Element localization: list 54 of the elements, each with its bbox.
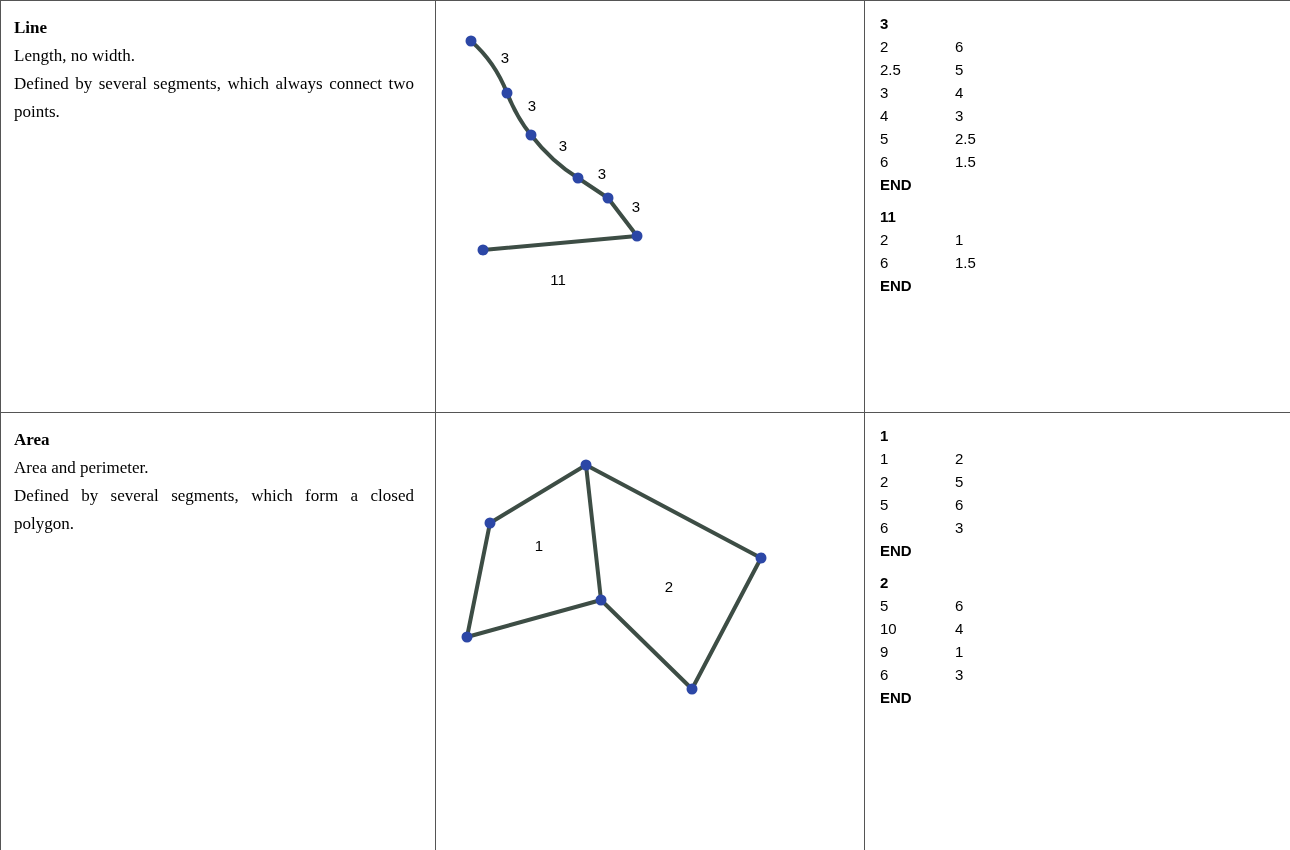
coordinate-value: 5	[880, 495, 890, 515]
segment-label: 3	[558, 137, 568, 153]
coordinate-value: 6	[955, 495, 964, 515]
coordinate-value: 3	[955, 665, 964, 685]
segment-label: 3	[631, 198, 641, 214]
coordinate-value: 4	[880, 106, 890, 126]
coordinate-value: 5	[880, 596, 890, 616]
coordinate-value: 5	[955, 60, 964, 80]
coordinate-value: 10	[880, 619, 898, 639]
segment-label: 3	[597, 165, 607, 181]
row-heading: Area	[14, 429, 51, 451]
end-keyword: END	[880, 175, 912, 195]
coordinate-value: 6	[955, 596, 964, 616]
coordinate-value: 2	[955, 449, 964, 469]
description-text: Defined by several segments, which always connect two points.	[14, 73, 414, 123]
coordinate-value: 5	[955, 472, 964, 492]
coordinate-value: 3	[955, 518, 964, 538]
row-heading: Line	[14, 17, 49, 39]
coordinate-value: 3	[955, 106, 964, 126]
code-header: 1	[880, 426, 889, 446]
description-text: Area and perimeter.	[14, 457, 150, 479]
end-keyword: END	[880, 541, 912, 561]
coordinate-value: 2	[880, 472, 890, 492]
coordinate-value: 2	[880, 230, 890, 250]
segment-label: 1	[534, 537, 544, 553]
coordinate-value: 2	[880, 37, 890, 57]
segment-label: 3	[527, 97, 537, 113]
coordinate-value: 2.5	[880, 60, 902, 80]
coordinate-value: 3	[880, 83, 890, 103]
code-header: 2	[880, 573, 889, 593]
segment-label: 2	[664, 578, 674, 594]
coordinate-value: 6	[880, 253, 890, 273]
coordinate-value: 6	[880, 665, 890, 685]
coordinate-value: 4	[955, 619, 964, 639]
segment-label: 3	[500, 49, 510, 65]
coordinate-value: 6	[955, 37, 964, 57]
coordinate-value: 6	[880, 152, 890, 172]
coordinate-value: 1	[955, 230, 964, 250]
end-keyword: END	[880, 688, 912, 708]
coordinate-value: 1.5	[955, 152, 976, 172]
coordinate-value: 5	[880, 129, 890, 149]
coordinate-value: 4	[955, 83, 964, 103]
segment-label: 11	[550, 271, 566, 287]
description-text: Defined by several segments, which form a closed polygon.	[14, 485, 414, 535]
code-header: 11	[880, 207, 896, 227]
coordinate-value: 1	[880, 449, 890, 469]
coordinate-value: 1	[955, 642, 964, 662]
coordinate-value: 9	[880, 642, 890, 662]
description-text: Length, no width.	[14, 45, 136, 67]
coordinate-value: 6	[880, 518, 890, 538]
coordinate-value: 2.5	[955, 129, 976, 149]
code-header: 3	[880, 14, 889, 34]
end-keyword: END	[880, 276, 912, 296]
coordinate-value: 1.5	[955, 253, 976, 273]
